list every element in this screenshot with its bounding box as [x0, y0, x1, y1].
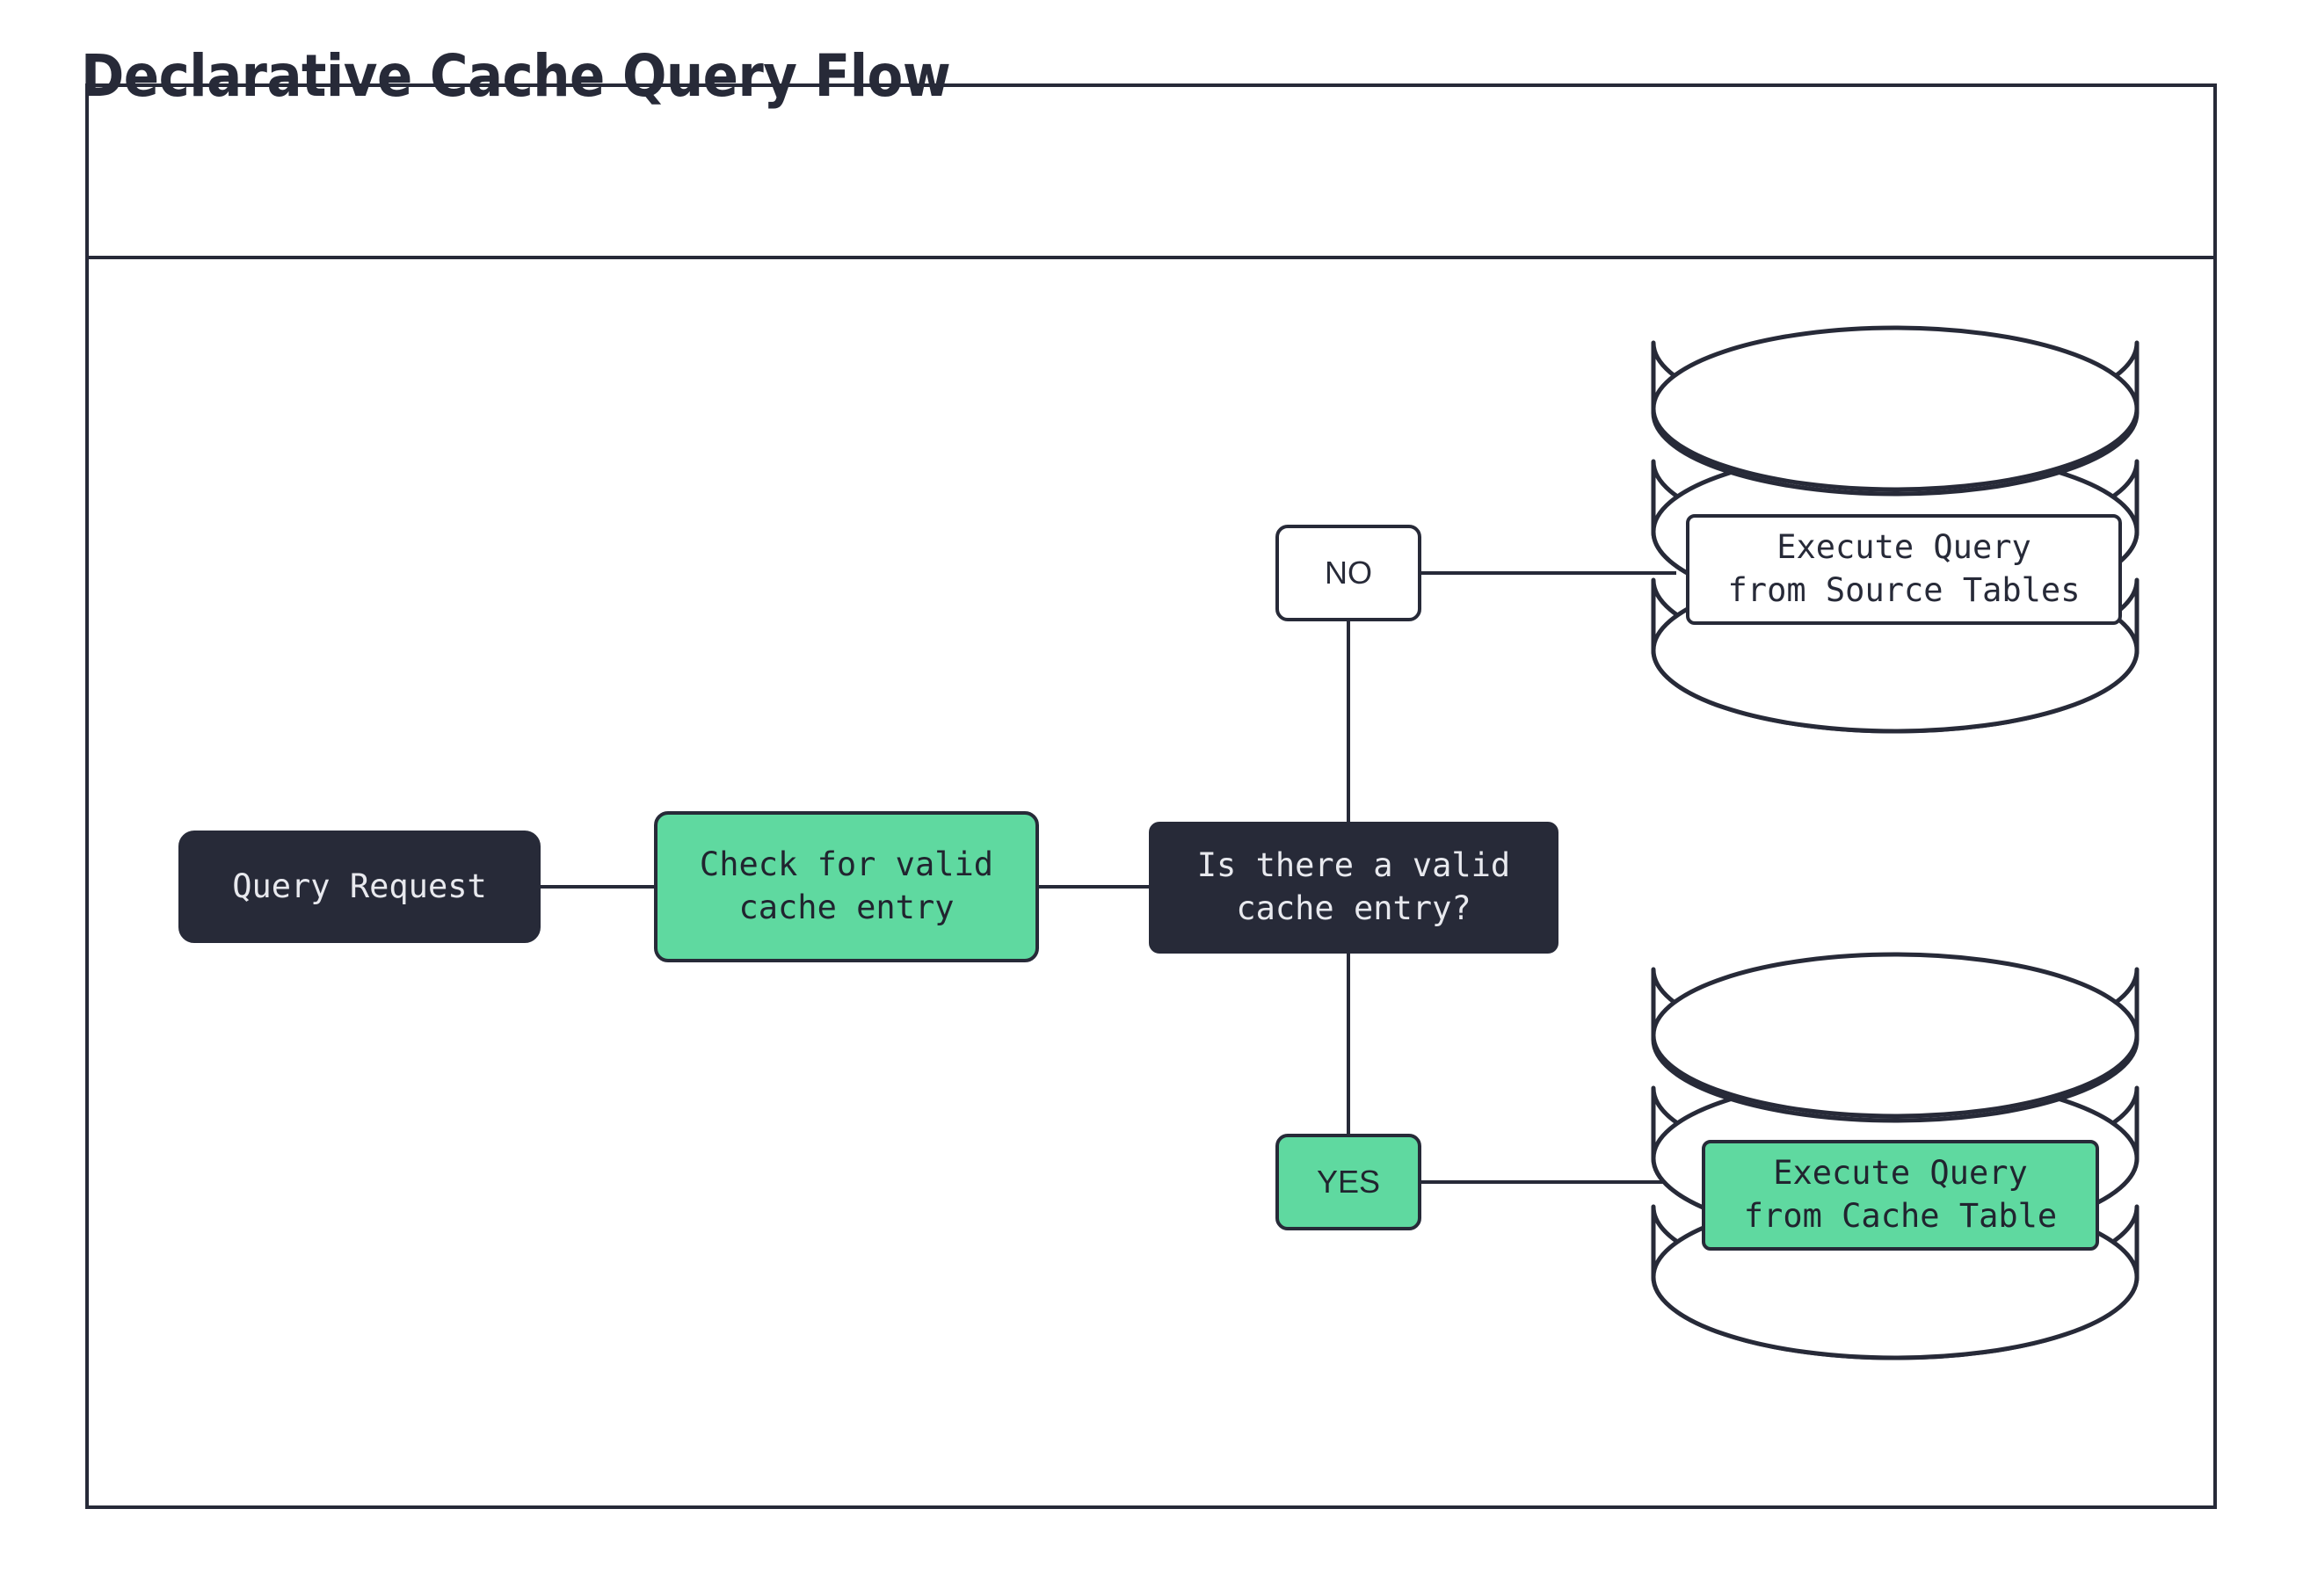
node-execute-query-cache-table[interactable]: Execute Query from Cache Table	[1702, 1140, 2099, 1251]
edge-decision-vertical-no	[1347, 620, 1350, 825]
edge-check-to-decision	[1037, 885, 1151, 889]
edge-label-yes[interactable]: YES	[1275, 1134, 1421, 1230]
title-bar	[89, 87, 2213, 259]
edge-request-to-check	[541, 885, 656, 889]
edge-decision-vertical-yes	[1347, 952, 1350, 1135]
node-query-request[interactable]: Query Request	[178, 831, 541, 943]
edge-label-no[interactable]: NO	[1275, 525, 1421, 621]
node-decision-valid-cache-entry[interactable]: Is there a valid cache entry?	[1149, 822, 1558, 954]
node-execute-query-source-tables[interactable]: Execute Query from Source Tables	[1686, 514, 2122, 625]
edge-no-to-source-db	[1420, 571, 1676, 575]
edge-yes-to-cache-db	[1420, 1180, 1676, 1184]
node-check-for-valid-cache-entry[interactable]: Check for valid cache entry	[654, 811, 1039, 962]
page-title: Declarative Cache Query Flow	[81, 42, 951, 110]
